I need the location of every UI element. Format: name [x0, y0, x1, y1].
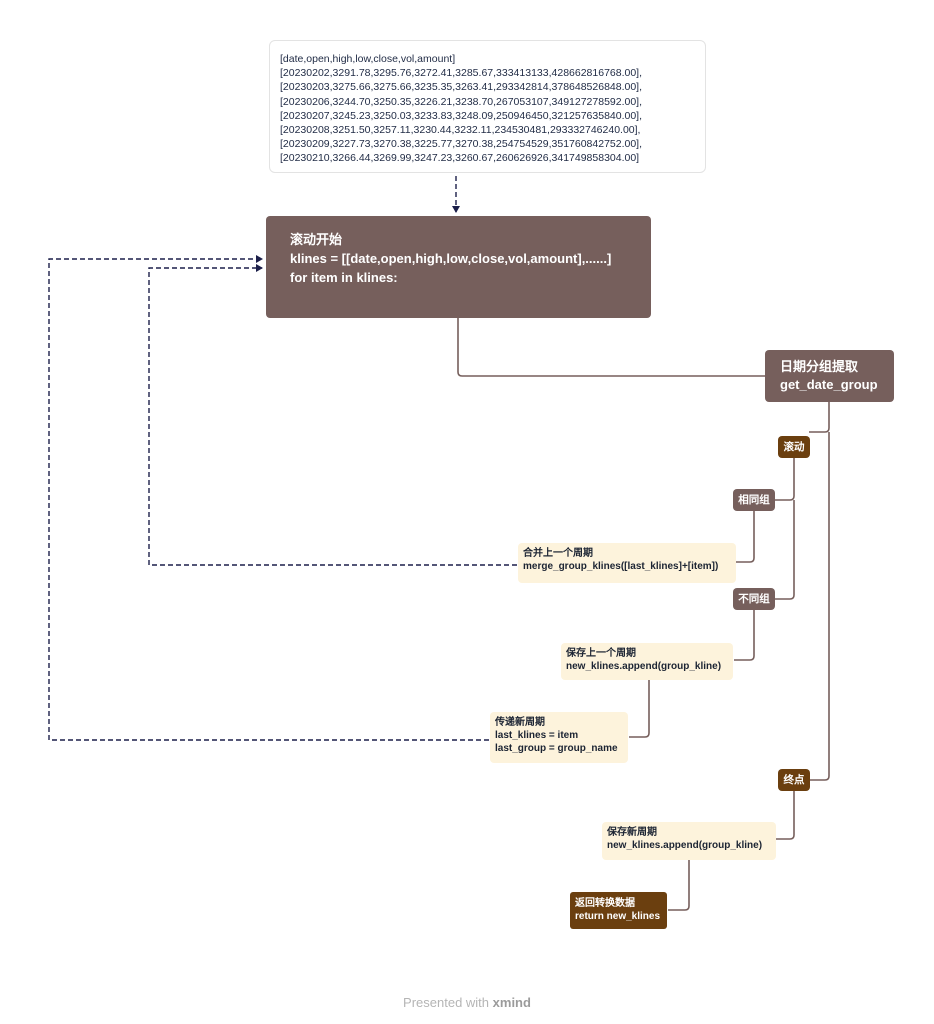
diff-group-tag[interactable]: 不同组 — [733, 588, 775, 610]
rolling-tag[interactable]: 滚动 — [778, 436, 810, 458]
return-code: return new_klines — [575, 911, 661, 922]
merge-title: 合并上一个周期 — [523, 548, 593, 559]
pass-new-code-2: last_group = group_name — [495, 743, 618, 754]
same-group-tag[interactable]: 相同组 — [733, 489, 775, 511]
save-new-code: new_klines.append(group_kline) — [607, 840, 763, 851]
data-line: [20230203,3275.66,3275.66,3235.35,3263.4… — [280, 81, 643, 94]
presented-with-footer: Presented with xmind — [0, 995, 934, 1010]
pass-new-title: 传递新周期 — [495, 717, 545, 728]
return-title: 返回转换数据 — [575, 898, 635, 909]
root-to-main-connector — [457, 318, 765, 377]
merge-period-note[interactable]: 合并上一个周期 merge_group_klines([last_klines]… — [518, 543, 736, 583]
save-new-period-note[interactable]: 保存新周期 new_klines.append(group_kline) — [602, 822, 776, 860]
end-tag[interactable]: 终点 — [778, 769, 810, 791]
data-line: [20230210,3266.44,3269.99,3247.23,3260.6… — [280, 152, 640, 165]
savenew-to-final-connector — [668, 859, 690, 911]
pass-new-loop-arrow — [48, 255, 489, 741]
end-to-savenew-connector — [776, 791, 795, 840]
sample-data-box: [date,open,high,low,close,vol,amount] [2… — [269, 40, 706, 173]
return-data-topic[interactable]: 返回转换数据 return new_klines — [570, 892, 667, 929]
xmind-logo: xmind — [492, 995, 531, 1010]
data-line: [20230206,3244.70,3250.35,3226.21,3238.7… — [280, 95, 643, 108]
rolling-to-same-connector — [775, 458, 795, 501]
saveprev-to-passnew-connector — [629, 678, 650, 738]
rolling-to-diff-connector — [775, 500, 795, 600]
data-line: [date,open,high,low,close,vol,amount] — [280, 53, 456, 65]
footer-text: Presented with — [403, 995, 490, 1010]
root-klines-line: klines = [[date,open,high,low,close,vol,… — [290, 251, 612, 266]
merge-code: merge_group_klines([last_klines]+[item]) — [523, 561, 719, 572]
date-group-func: get_date_group — [780, 377, 878, 392]
save-new-title: 保存新周期 — [607, 827, 657, 838]
data-line: [20230202,3291.78,3295.76,3272.41,3285.6… — [280, 67, 643, 80]
pass-new-code-1: last_klines = item — [495, 730, 579, 741]
data-line: [20230207,3245.23,3250.03,3233.83,3248.0… — [280, 109, 643, 122]
root-topic[interactable]: 滚动开始 klines = [[date,open,high,low,close… — [266, 216, 651, 318]
main-to-end-connector — [809, 432, 830, 781]
save-prev-code: new_klines.append(group_kline) — [566, 661, 722, 672]
save-prev-period-note[interactable]: 保存上一个周期 new_klines.append(group_kline) — [561, 643, 733, 680]
diff-to-saveprev-connector — [734, 610, 755, 661]
root-title: 滚动开始 — [290, 232, 343, 247]
data-line: [20230209,3227.73,3270.38,3225.77,3270.3… — [280, 138, 643, 151]
data-line: [20230208,3251.50,3257.11,3230.44,3232.1… — [280, 124, 641, 137]
date-group-title: 日期分组提取 — [780, 359, 859, 374]
pass-new-period-note[interactable]: 传递新周期 last_klines = item last_group = gr… — [490, 712, 628, 763]
same-to-merge-connector — [736, 511, 755, 563]
merge-loop-arrow — [148, 264, 517, 566]
date-group-topic[interactable]: 日期分组提取 get_date_group — [765, 350, 894, 402]
save-prev-title: 保存上一个周期 — [566, 648, 636, 659]
main-to-rolling-connector — [809, 402, 830, 433]
root-loop-line: for item in klines: — [290, 270, 398, 285]
